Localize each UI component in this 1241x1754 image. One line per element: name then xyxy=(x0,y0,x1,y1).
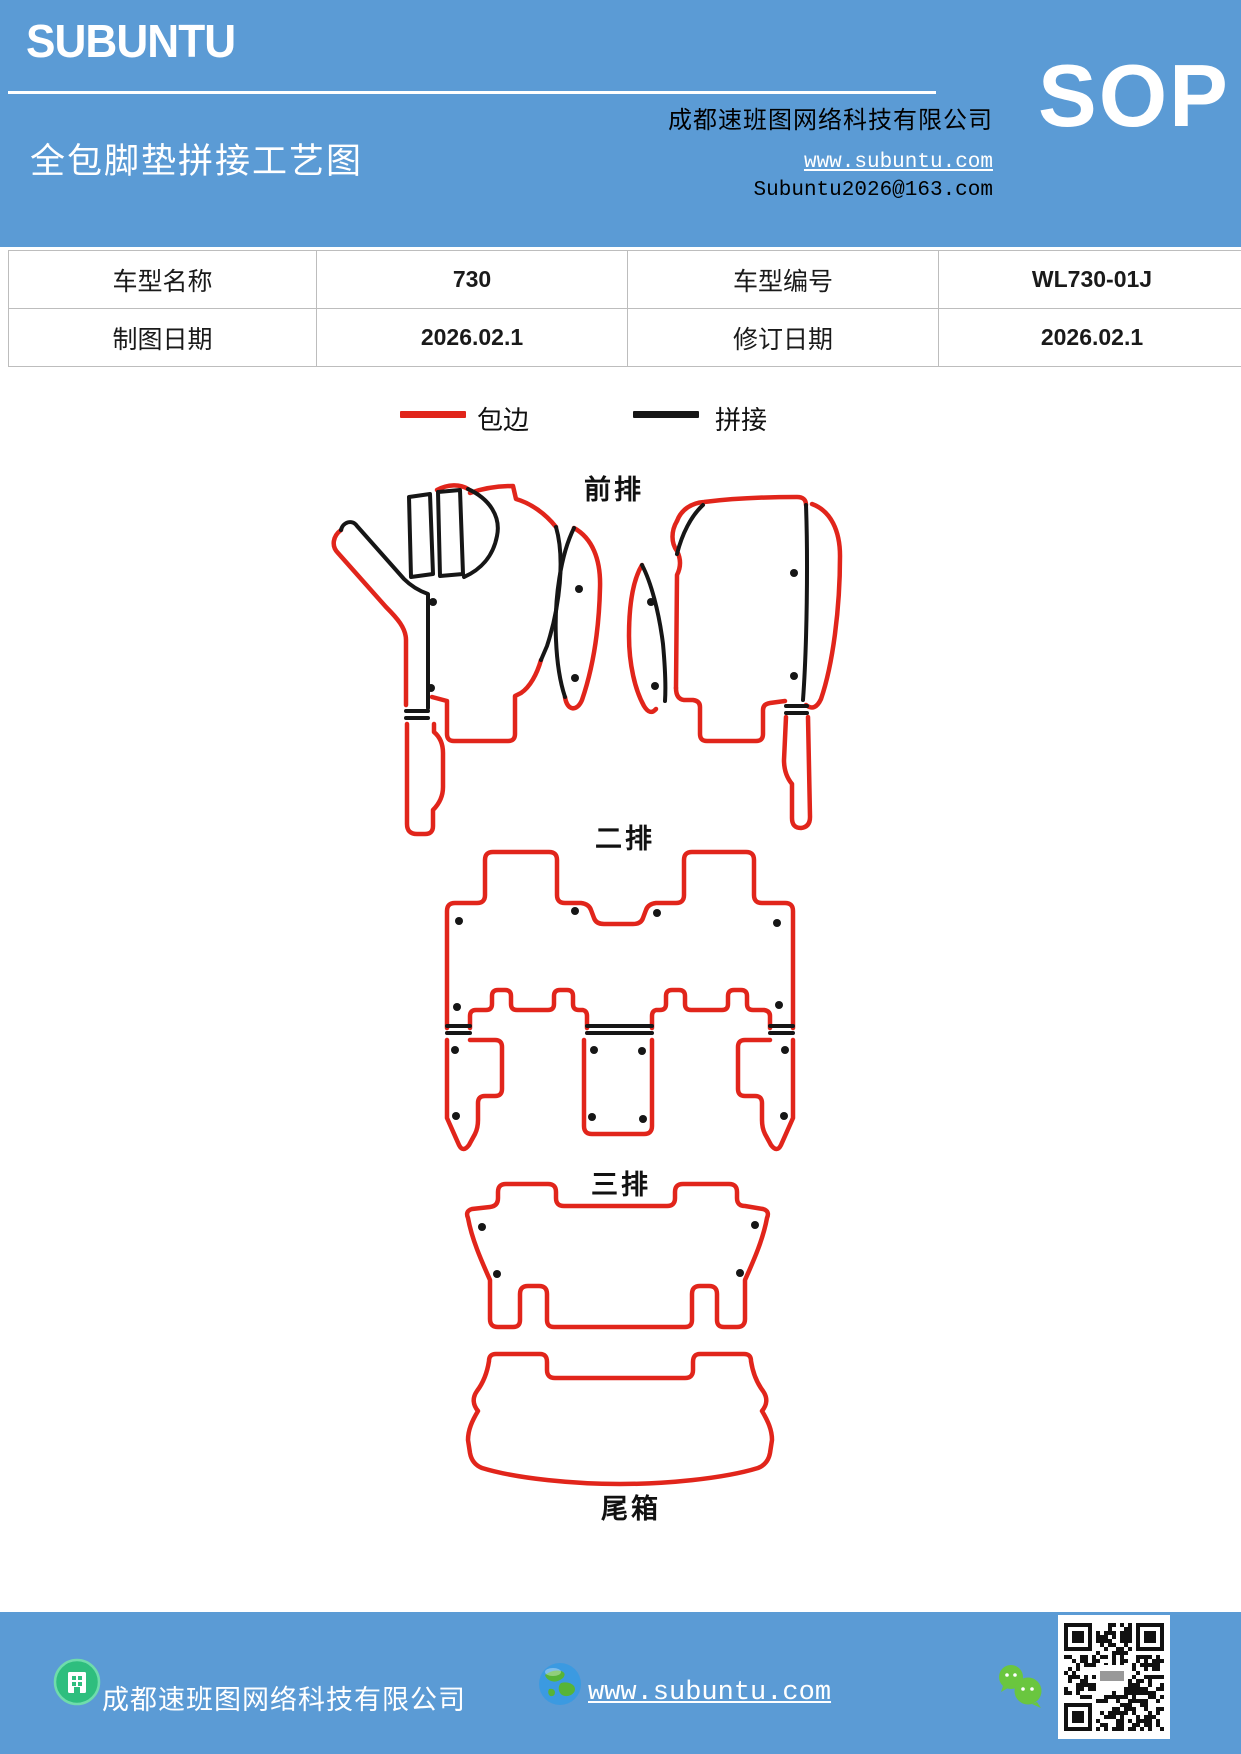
header: SUBUNTU 全包脚垫拼接工艺图 成都速班图网络科技有限公司 www.subu… xyxy=(0,0,1241,247)
footer-website-link[interactable]: www.subuntu.com xyxy=(588,1678,832,1708)
front-driver-mat xyxy=(331,483,603,837)
front-row-label: 前排 xyxy=(584,475,644,505)
page-title: 全包脚垫拼接工艺图 xyxy=(30,142,364,181)
table-row: 制图日期 2026.02.1 修订日期 2026.02.1 xyxy=(8,308,1241,367)
second-row-label: 二排 xyxy=(595,824,655,854)
splice-legend-swatch xyxy=(633,411,699,418)
header-company-name: 成都速班图网络科技有限公司 xyxy=(668,108,993,134)
second-row-mat xyxy=(444,849,796,1035)
revision-date-label: 修订日期 xyxy=(627,308,939,367)
header-website-link[interactable]: www.subuntu.com xyxy=(803,151,993,174)
qr-code xyxy=(1058,1615,1170,1739)
table-row: 车型名称 730 车型编号 WL730-01J xyxy=(8,250,1241,309)
trunk-mat xyxy=(465,1351,775,1487)
splice-legend-label: 拼接 xyxy=(715,406,768,435)
binding-legend-swatch xyxy=(400,411,466,418)
third-row-label: 三排 xyxy=(591,1170,651,1200)
revision-date-value: 2026.02.1 xyxy=(938,308,1241,367)
draw-date-label: 制图日期 xyxy=(8,308,317,367)
header-email: Subuntu2026@163.com xyxy=(753,179,993,202)
model-name-label: 车型名称 xyxy=(8,250,317,309)
sop-badge: SOP xyxy=(1038,46,1230,145)
model-code-value: WL730-01J xyxy=(938,250,1241,309)
model-code-label: 车型编号 xyxy=(627,250,939,309)
vehicle-info-table: 车型名称 730 车型编号 WL730-01J 制图日期 2026.02.1 修… xyxy=(8,250,1241,367)
front-passenger-mat xyxy=(626,494,843,831)
company-logo: SUBUNTU xyxy=(26,15,236,67)
footer-company-name: 成都速班图网络科技有限公司 xyxy=(102,1685,466,1715)
third-row-mat xyxy=(464,1181,771,1330)
trunk-label: 尾箱 xyxy=(601,1494,661,1524)
second-row-side-pieces xyxy=(444,1037,796,1152)
draw-date-value: 2026.02.1 xyxy=(316,308,628,367)
binding-legend-label: 包边 xyxy=(477,406,530,435)
wechat-icon xyxy=(999,1665,1042,1708)
building-icon xyxy=(53,1658,101,1706)
header-divider xyxy=(8,91,936,94)
globe-icon xyxy=(539,1663,581,1705)
model-name-value: 730 xyxy=(316,250,628,309)
